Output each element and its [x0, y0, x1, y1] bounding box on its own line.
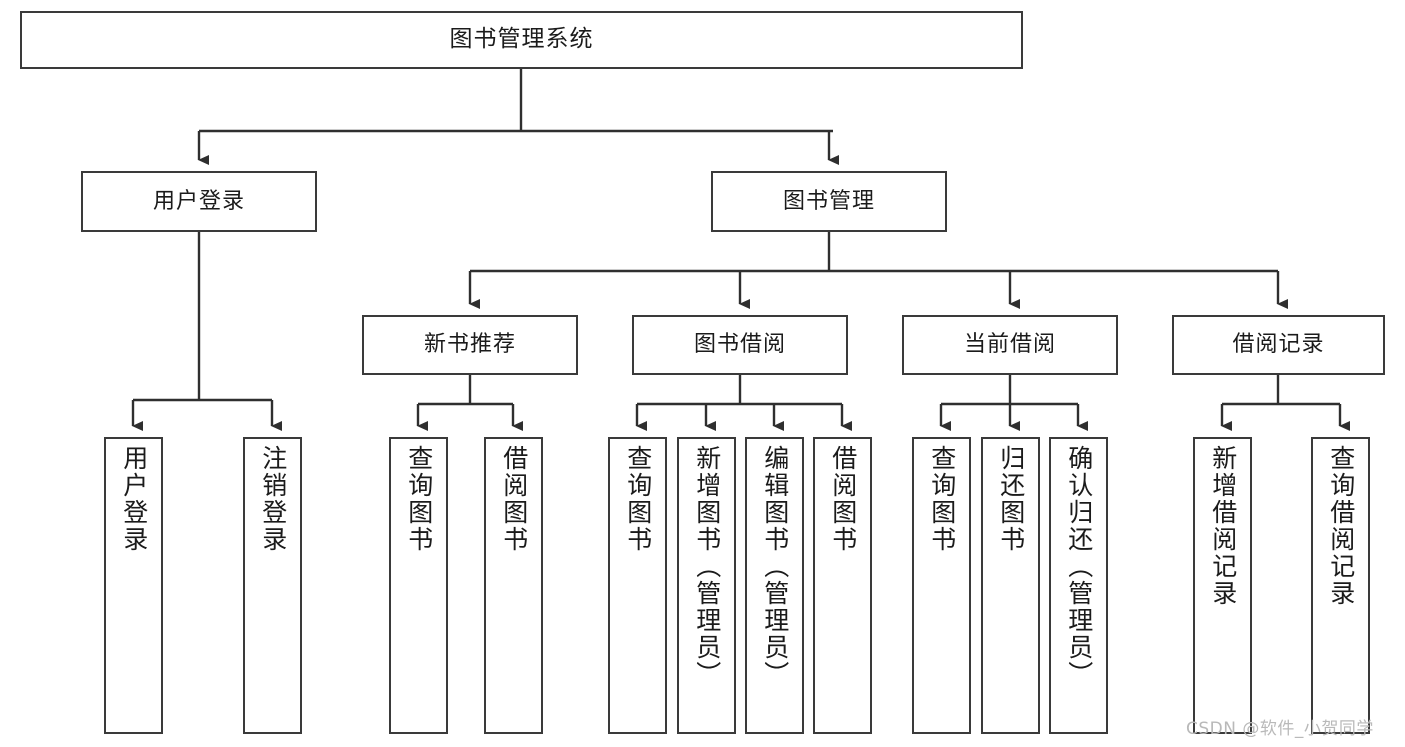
leaf-user-login[interactable]: 用户登录 — [104, 437, 163, 734]
node-label: 用户登录 — [119, 445, 149, 553]
node-label: 查询借阅记录 — [1326, 445, 1356, 607]
node-label: 借阅图书 — [499, 445, 529, 553]
node-book-management[interactable]: 图书管理 — [711, 171, 947, 232]
node-label: 查询图书 — [623, 445, 653, 553]
leaf-query-book-borrow[interactable]: 查询图书 — [608, 437, 667, 734]
node-label: 查询图书 — [404, 445, 434, 553]
leaf-query-book-recommend[interactable]: 查询图书 — [389, 437, 448, 734]
leaf-borrow-book-recommend[interactable]: 借阅图书 — [484, 437, 543, 734]
leaf-confirm-return-admin[interactable]: 确认归还（管理员） — [1049, 437, 1108, 734]
node-label: 新增图书（管理员） — [692, 445, 722, 688]
node-label: 编辑图书（管理员） — [760, 445, 790, 688]
node-label: 用户登录 — [152, 188, 245, 214]
node-label: 新书推荐 — [423, 332, 516, 358]
node-label: 借阅图书 — [828, 445, 858, 553]
leaf-add-borrow-record[interactable]: 新增借阅记录 — [1193, 437, 1252, 734]
node-label: 图书借阅 — [693, 332, 786, 358]
leaf-return-book[interactable]: 归还图书 — [981, 437, 1040, 734]
node-label: 注销登录 — [258, 445, 288, 553]
node-label: 借阅记录 — [1232, 332, 1325, 358]
node-label: 图书管理系统 — [449, 26, 594, 53]
node-new-book-recommend[interactable]: 新书推荐 — [362, 315, 578, 375]
node-label: 当前借阅 — [963, 332, 1056, 358]
leaf-query-borrow-record[interactable]: 查询借阅记录 — [1311, 437, 1370, 734]
node-book-borrow[interactable]: 图书借阅 — [632, 315, 848, 375]
csdn-watermark: CSDN @软件_小贺同学 — [1186, 719, 1374, 739]
node-current-borrow[interactable]: 当前借阅 — [902, 315, 1118, 375]
node-label: 新增借阅记录 — [1208, 445, 1238, 607]
leaf-borrow-book[interactable]: 借阅图书 — [813, 437, 872, 734]
leaf-query-book-current[interactable]: 查询图书 — [912, 437, 971, 734]
leaf-edit-book-admin[interactable]: 编辑图书（管理员） — [745, 437, 804, 734]
node-root-system[interactable]: 图书管理系统 — [20, 11, 1023, 69]
leaf-logout[interactable]: 注销登录 — [243, 437, 302, 734]
leaf-add-book-admin[interactable]: 新增图书（管理员） — [677, 437, 736, 734]
node-label: 查询图书 — [927, 445, 957, 553]
node-borrow-record[interactable]: 借阅记录 — [1172, 315, 1385, 375]
node-label: 归还图书 — [996, 445, 1026, 553]
node-user-login[interactable]: 用户登录 — [81, 171, 317, 232]
node-label: 图书管理 — [782, 188, 875, 214]
node-label: 确认归还（管理员） — [1064, 445, 1094, 688]
